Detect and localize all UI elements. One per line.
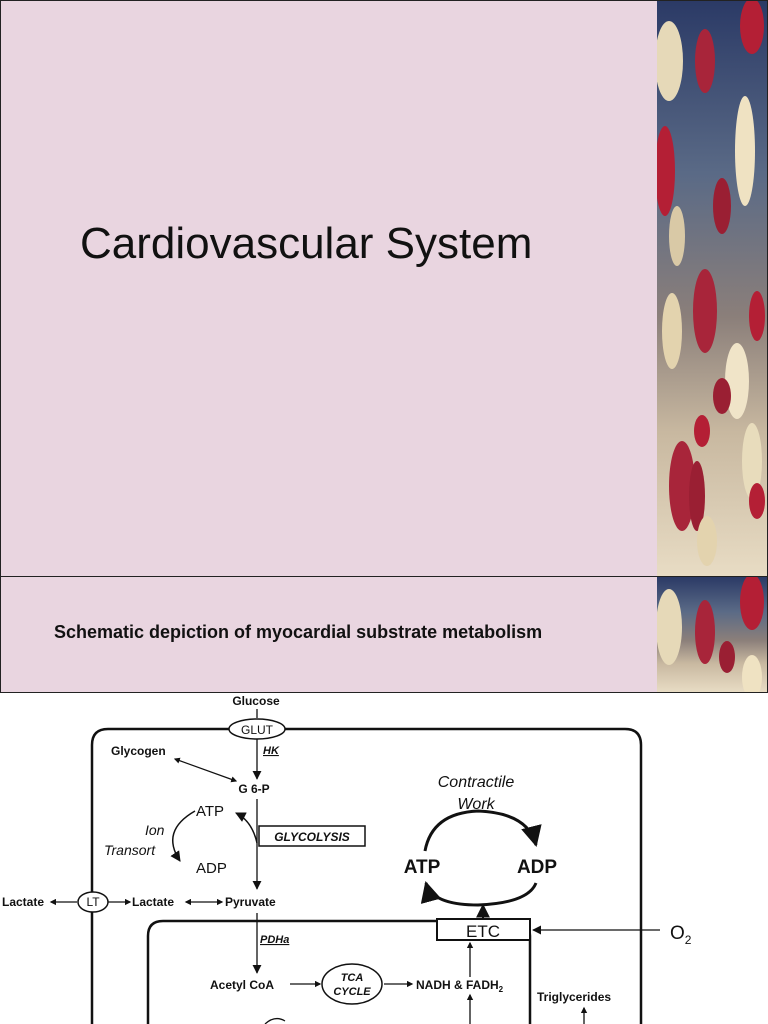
o2-label: O2	[670, 923, 692, 947]
content-slide: Schematic depiction of myocardial substr…	[0, 576, 768, 693]
contractile-label: Contractile	[438, 774, 515, 791]
cycle-label: CYCLE	[333, 986, 371, 998]
glycolysis-box	[258, 825, 366, 847]
ion-label: Ion	[145, 822, 165, 838]
lactate-outside-label: Lactate	[2, 895, 44, 909]
lt-label: LT	[86, 895, 100, 909]
atp-small-label: ATP	[196, 803, 224, 820]
pyruvate-label: Pyruvate	[225, 895, 276, 909]
atp-big-label: ATP	[404, 857, 441, 878]
triglycerides-label: Triglycerides	[537, 990, 611, 1004]
adp-small-label: ADP	[196, 860, 227, 877]
blood-cells-image	[657, 1, 767, 576]
title-slide: Cardiovascular System	[0, 0, 768, 577]
work-label: Work	[457, 796, 495, 813]
hk-label: HK	[263, 745, 280, 757]
glycogen-label: Glycogen	[111, 744, 166, 758]
pdha-label: PDHa	[260, 934, 289, 946]
slide-subtitle: Schematic depiction of myocardial substr…	[54, 622, 543, 642]
blood-cells-image	[657, 577, 767, 692]
glucose-label: Glucose	[232, 694, 280, 708]
acetyl-coa-label: Acetyl CoA	[210, 978, 274, 992]
lactate-inside-label: Lactate	[132, 895, 174, 909]
tca-cycle	[321, 963, 383, 1005]
cell-membrane	[90, 727, 643, 1024]
adp-big-label: ADP	[517, 857, 557, 878]
glut-label: GLUT	[241, 723, 274, 737]
nadh-fadh-label: NADH & FADH2	[416, 978, 504, 994]
tca-label: TCA	[341, 972, 364, 984]
g6p-label: G 6-P	[238, 782, 269, 796]
metabolism-diagram: Glucose GLUT HK Glycogen G 6-P ATP ADP I…	[2, 694, 692, 1024]
transort-label: Transort	[104, 842, 156, 858]
glycolysis-label: GLYCOLYSIS	[274, 830, 350, 844]
etc-label: ETC	[466, 922, 500, 941]
slide-title: Cardiovascular System	[80, 219, 533, 268]
